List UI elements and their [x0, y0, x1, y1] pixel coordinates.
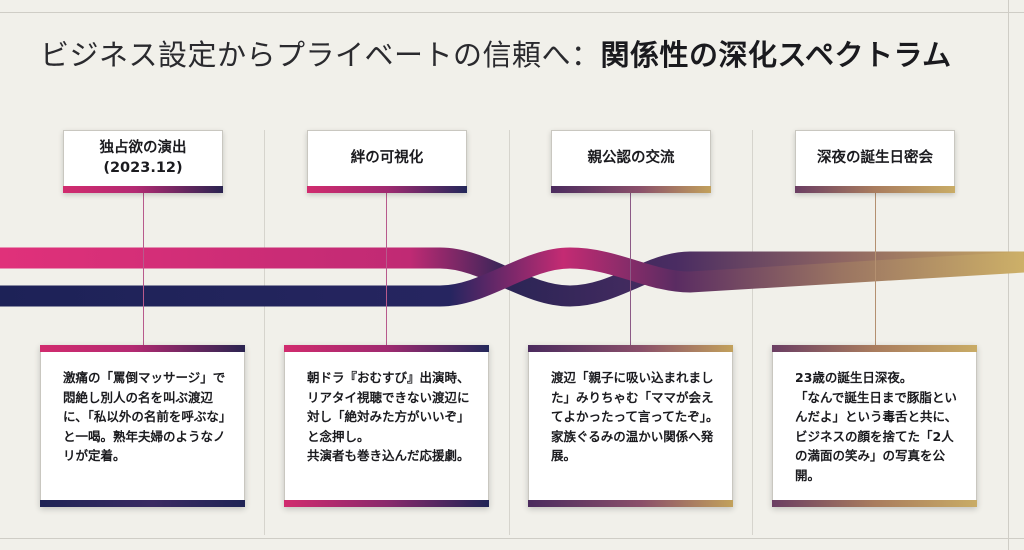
frame-guide-bottom — [0, 538, 1024, 539]
phase-3-detail-accent-bottom — [528, 500, 733, 507]
phase-2-detail-accent-bottom — [284, 500, 489, 507]
phase-3-detail-card: 渡辺「親子に吸い込まれました」みりちゃむ「ママが会えてよかったって言ってたぞ」。… — [528, 345, 733, 507]
phase-3-detail: 渡辺「親子に吸い込まれました」みりちゃむ「ママが会えてよかったって言ってたぞ」。… — [551, 370, 719, 463]
phase-1-heading-card: 独占欲の演出 (2023.12) — [63, 130, 223, 193]
stem-1 — [143, 193, 144, 345]
phase-2-detail: 朝ドラ『おむすび』出演時、リアタイ視聴できない渡辺に対し「絶対みた方がいいぞ」と… — [307, 370, 470, 463]
phase-4-heading: 深夜の誕生日密会 — [817, 149, 933, 166]
phase-4-detail-accent-top — [772, 345, 977, 352]
phase-4-heading-card: 深夜の誕生日密会 — [795, 130, 955, 193]
stem-3 — [630, 193, 631, 345]
frame-guide-right — [1008, 0, 1009, 550]
phase-1-detail-accent-bottom — [40, 500, 245, 507]
phase-2-detail-accent-top — [284, 345, 489, 352]
column-divider-1 — [264, 130, 265, 535]
phase-4-detail-accent-bottom — [772, 500, 977, 507]
ribbon-navy — [0, 247, 1024, 307]
phase-3-detail-accent-top — [528, 345, 733, 352]
phase-2-heading: 絆の可視化 — [350, 149, 424, 166]
phase-2-heading-card: 絆の可視化 — [307, 130, 467, 193]
frame-guide-top — [0, 12, 1024, 13]
phase-3-heading-accent — [551, 186, 711, 193]
phase-1-detail: 激痛の「罵倒マッサージ」で悶絶し別人の名を叫ぶ渡辺に、「私以外の名前を呼ぶな」と… — [63, 370, 232, 463]
phase-2-detail-card: 朝ドラ『おむすび』出演時、リアタイ視聴できない渡辺に対し「絶対みた方がいいぞ」と… — [284, 345, 489, 507]
phase-3-heading: 親公認の交流 — [587, 149, 675, 166]
page-title-prefix: ビジネス設定からプライベートの信頼へ： — [40, 38, 601, 72]
phase-2-heading-accent — [307, 186, 467, 193]
phase-1-detail-card: 激痛の「罵倒マッサージ」で悶絶し別人の名を叫ぶ渡辺に、「私以外の名前を呼ぶな」と… — [40, 345, 245, 507]
stem-2 — [386, 193, 387, 345]
stem-4 — [875, 193, 876, 345]
phase-4-heading-accent — [795, 186, 955, 193]
page-title: ビジネス設定からプライベートの信頼へ：関係性の深化スペクトラム — [40, 32, 1000, 74]
phase-4-detail-card: 23歳の誕生日深夜。 「なんで誕生日まで豚脂といんだよ」という毒舌と共に、ビジネ… — [772, 345, 977, 507]
column-divider-2 — [509, 130, 510, 535]
phase-1-detail-accent-top — [40, 345, 245, 352]
phase-3-heading-card: 親公認の交流 — [551, 130, 711, 193]
page-title-emphasis: 関係性の深化スペクトラム — [600, 38, 952, 72]
phase-1-heading-accent — [63, 186, 223, 193]
column-divider-3 — [752, 130, 753, 535]
phase-1-heading: 独占欲の演出 (2023.12) — [99, 139, 187, 176]
phase-4-detail: 23歳の誕生日深夜。 「なんで誕生日まで豚脂といんだよ」という毒舌と共に、ビジネ… — [795, 370, 958, 483]
